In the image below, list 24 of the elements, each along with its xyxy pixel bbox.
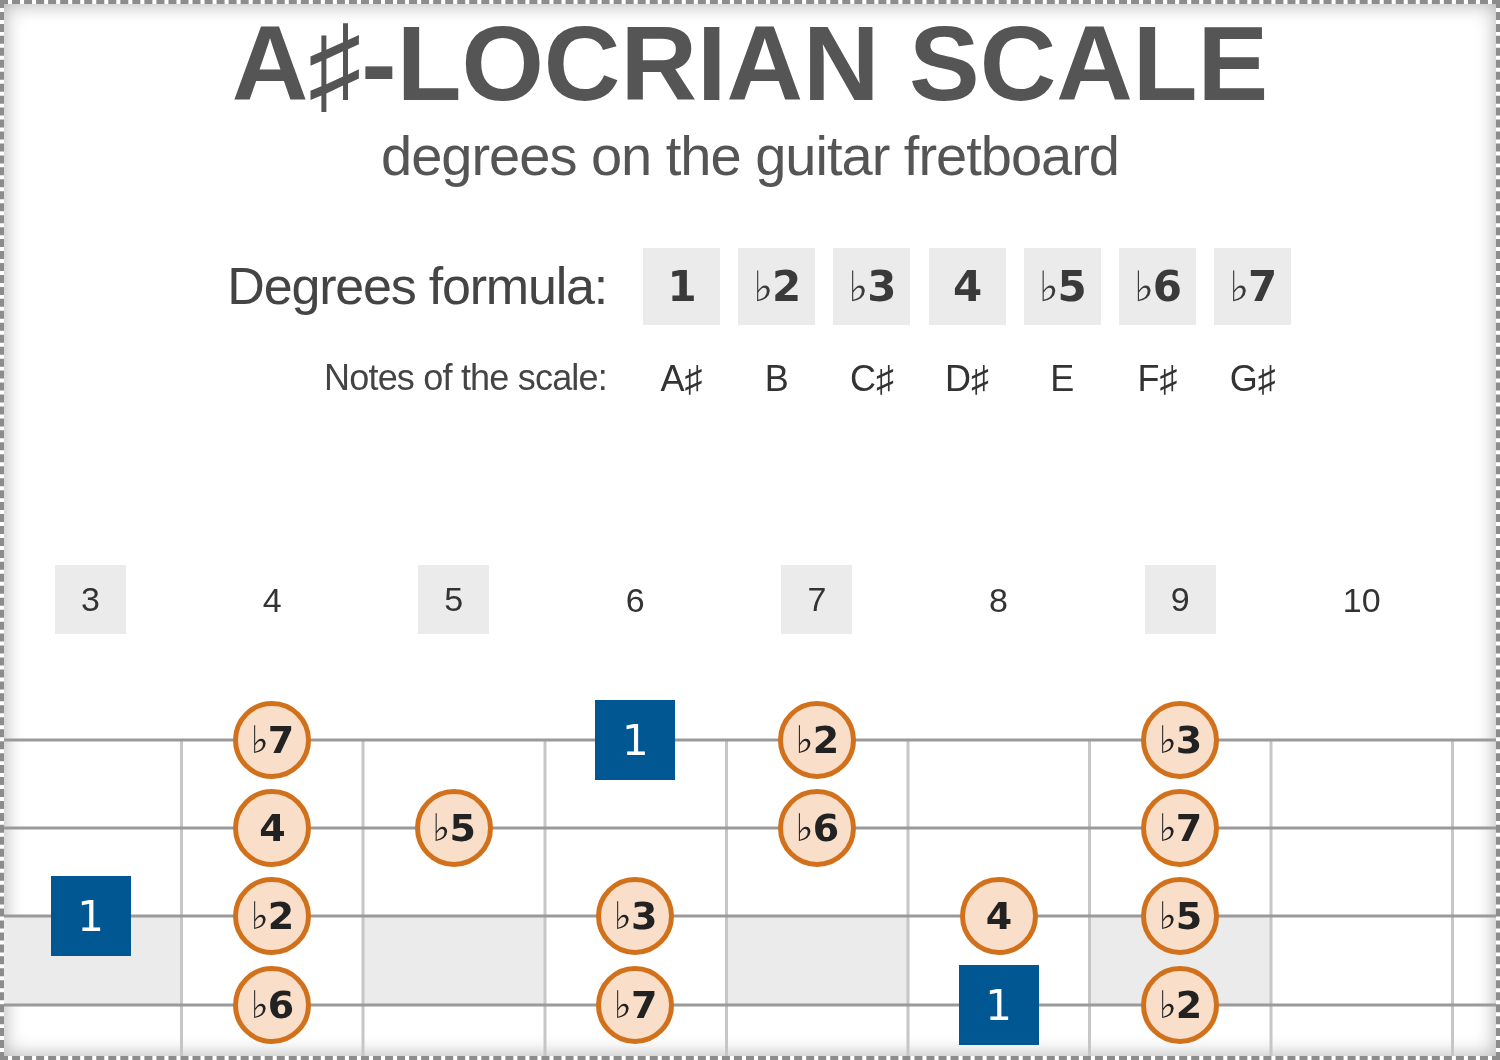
fret-number: 4	[261, 580, 283, 620]
fret-number: 6	[624, 580, 646, 620]
fret-number: 10	[1341, 580, 1382, 620]
note-name: D♯	[944, 358, 991, 400]
title: A♯-LOCRIAN SCALE	[230, 10, 1270, 116]
degree-box: ♭7	[1214, 248, 1292, 325]
note-name: C♯	[848, 358, 895, 400]
fret-number: 9	[1144, 565, 1216, 634]
note-name: E	[1049, 358, 1076, 400]
fret-number: 3	[55, 565, 126, 634]
degree-box: ♭6	[1119, 248, 1196, 325]
note-name: G♯	[1228, 358, 1277, 400]
notes-heading: Notes of the scale:	[324, 360, 607, 396]
fret-number: 5	[418, 565, 490, 634]
note-name: B	[763, 358, 790, 400]
degree-box: ♭5	[1023, 248, 1101, 325]
fret-number: 8	[988, 580, 1009, 620]
note-name: A♯	[659, 358, 704, 400]
degree-box: 1	[643, 248, 720, 325]
degree-box: ♭3	[833, 248, 911, 325]
note-name: F♯	[1136, 358, 1179, 400]
fret-number: 7	[781, 565, 853, 634]
degree-box: 4	[928, 248, 1006, 325]
degree-box: ♭2	[738, 248, 816, 325]
